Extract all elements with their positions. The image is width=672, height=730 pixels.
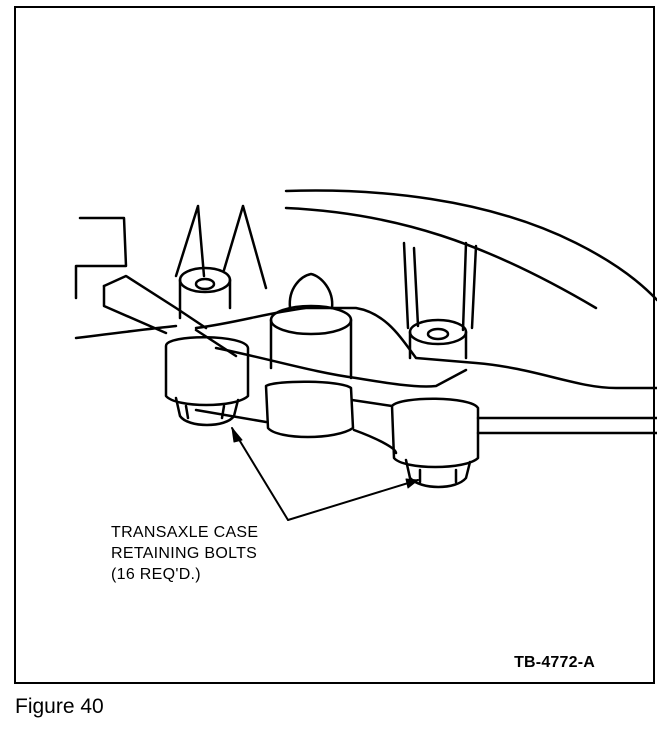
bolt-middle xyxy=(264,380,355,439)
case-plate xyxy=(194,306,657,390)
leader-line-right xyxy=(287,479,419,521)
boss-rear-left xyxy=(178,278,232,320)
arrow-head-left xyxy=(231,427,243,443)
bolt-callout: TRANSAXLE CASE RETAINING BOLTS (16 REQ'D… xyxy=(111,522,258,585)
transaxle-case-illustration xyxy=(74,189,657,521)
flange-rail xyxy=(102,274,208,330)
housing-outline xyxy=(284,189,657,302)
leader-line-left xyxy=(231,427,289,521)
figure-frame: TRANSAXLE CASE RETAINING BOLTS (16 REQ'D… xyxy=(14,6,657,684)
flange-rail-lower xyxy=(74,324,178,340)
center-dome xyxy=(288,272,334,310)
callout-line-3: (16 REQ'D.) xyxy=(111,566,201,583)
rib-left xyxy=(174,204,268,290)
case-edge-left xyxy=(74,216,128,300)
bolt-front-right xyxy=(390,397,480,469)
arrow-head-right xyxy=(405,478,419,489)
shaft-right xyxy=(402,241,478,332)
figure-id-label: TB-4772-A xyxy=(514,654,595,671)
callout-line-2: RETAINING BOLTS xyxy=(111,545,258,562)
housing-inner-curve xyxy=(284,206,598,310)
callout-line-1: TRANSAXLE CASE xyxy=(111,524,259,541)
bolt-front-left xyxy=(164,336,250,407)
figure-caption: Figure 40 xyxy=(15,695,104,718)
